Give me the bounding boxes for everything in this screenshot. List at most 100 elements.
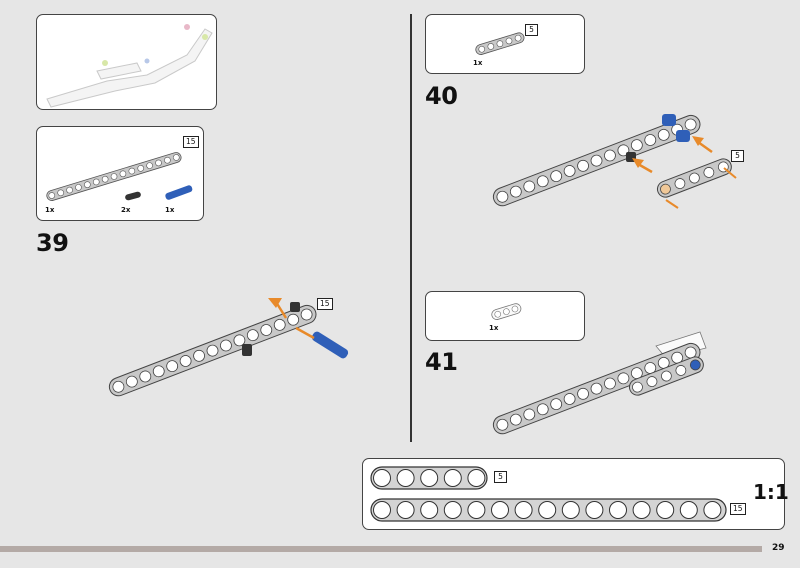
beam-hole <box>164 156 171 164</box>
ruler-hole <box>491 501 509 519</box>
ruler-hole <box>561 501 580 519</box>
step-41-number: 41 <box>425 348 458 376</box>
axle-pin-blue-icon <box>165 185 193 200</box>
step-39-assembly <box>108 298 349 397</box>
beam-hole <box>128 167 136 175</box>
beam-hole <box>66 186 73 194</box>
submodel-preview-image <box>46 24 213 108</box>
pin-black-icon <box>125 191 141 201</box>
beam-hole <box>523 408 536 421</box>
beam-hole <box>644 134 657 146</box>
beam-hole <box>75 184 82 191</box>
beam-hole <box>563 393 576 405</box>
ruler-beam-15-length: 15 <box>730 503 746 515</box>
ruler-hole <box>420 469 439 487</box>
beam-hole <box>273 318 286 331</box>
beam-hole <box>496 418 509 431</box>
ruler-hole <box>467 501 486 519</box>
beam-hole <box>550 170 563 183</box>
beam-hole <box>523 180 536 193</box>
beam-hole <box>110 173 118 180</box>
step-40-assembly <box>492 114 737 209</box>
ruler-beam-5-length: 5 <box>494 471 507 483</box>
ruler-hole <box>373 469 391 487</box>
beam-hole <box>206 344 219 357</box>
beam-hole <box>125 375 138 388</box>
beam-hole <box>604 149 616 162</box>
step-41-parts-box: 1x <box>425 291 585 341</box>
beam-hole <box>617 372 630 385</box>
beam-hole <box>193 349 205 362</box>
beam-hole <box>577 159 589 172</box>
step-40-number: 40 <box>425 82 458 110</box>
beam-3-white-icon <box>491 303 522 320</box>
ruler-hole <box>514 501 533 519</box>
footer-bar <box>0 546 762 552</box>
ruler-hole <box>538 501 557 519</box>
step-40-parts-box: 5 1x <box>425 14 585 74</box>
beam-hole <box>233 334 246 347</box>
beam-hole <box>260 324 273 336</box>
beam-hole <box>657 128 670 141</box>
step-39-number: 39 <box>36 229 69 257</box>
beam-hole <box>112 380 125 393</box>
beam-hole <box>146 162 153 169</box>
part-qty: 1x <box>165 206 175 214</box>
page-divider <box>410 14 412 442</box>
beam-hole <box>155 159 162 167</box>
step-40-callout-length: 5 <box>731 150 744 162</box>
ruler-hole <box>632 501 651 519</box>
ruler-hole <box>609 501 627 519</box>
ruler-beam-15 <box>370 498 727 522</box>
beam-hole <box>536 175 549 188</box>
beam-hole <box>92 178 100 186</box>
ruler-hole <box>656 501 675 519</box>
ruler-hole <box>467 469 486 487</box>
ruler-hole <box>420 501 439 519</box>
part-qty: 2x <box>121 206 131 214</box>
beam-hole <box>137 165 145 172</box>
beam-hole <box>577 387 589 400</box>
beam-hole <box>550 398 563 411</box>
ruler-hole <box>443 501 462 519</box>
ruler-hole <box>585 501 604 519</box>
beam-15-gray-icon <box>46 152 182 201</box>
beam-hole <box>300 308 313 321</box>
beam-hole <box>509 413 522 426</box>
beam-hole <box>590 382 603 395</box>
beam-hole <box>57 189 64 197</box>
ruler-hole <box>396 469 415 487</box>
beam-hole <box>590 154 603 167</box>
beam-hole <box>684 118 697 131</box>
part-length-badge: 15 <box>183 136 199 148</box>
ruler-hole <box>679 501 698 519</box>
beam-hole <box>246 329 259 342</box>
beam-hole <box>179 355 192 367</box>
scale-label: 1:1 <box>753 480 789 504</box>
beam-hole <box>84 181 91 188</box>
beam-hole <box>563 165 576 177</box>
beam-hole <box>287 313 300 326</box>
step-39-parts-box: 15 1x 2x 1x <box>36 126 204 221</box>
part-qty: 1x <box>473 59 483 67</box>
beam-hole <box>48 192 56 199</box>
ruler-hole <box>396 501 415 519</box>
ruler-hole <box>703 501 722 519</box>
part-qty: 1x <box>489 324 499 332</box>
step-41-assembly <box>492 331 707 435</box>
submodel-preview-box <box>36 14 217 110</box>
beam-hole <box>509 185 522 198</box>
beam-hole <box>166 360 179 373</box>
beam-hole <box>617 144 630 157</box>
beam-hole <box>172 154 180 161</box>
ruler-hole <box>373 501 391 519</box>
scale-ruler-box: 5 15 <box>362 458 785 530</box>
beam-hole <box>604 377 616 390</box>
beam-hole <box>101 175 109 183</box>
beam-hole <box>496 190 509 203</box>
part-qty: 1x <box>45 206 55 214</box>
beam-hole <box>536 403 549 416</box>
ruler-beam-5 <box>370 466 488 490</box>
beam-5-gray-icon <box>475 32 525 55</box>
part-length-badge: 5 <box>525 24 538 36</box>
